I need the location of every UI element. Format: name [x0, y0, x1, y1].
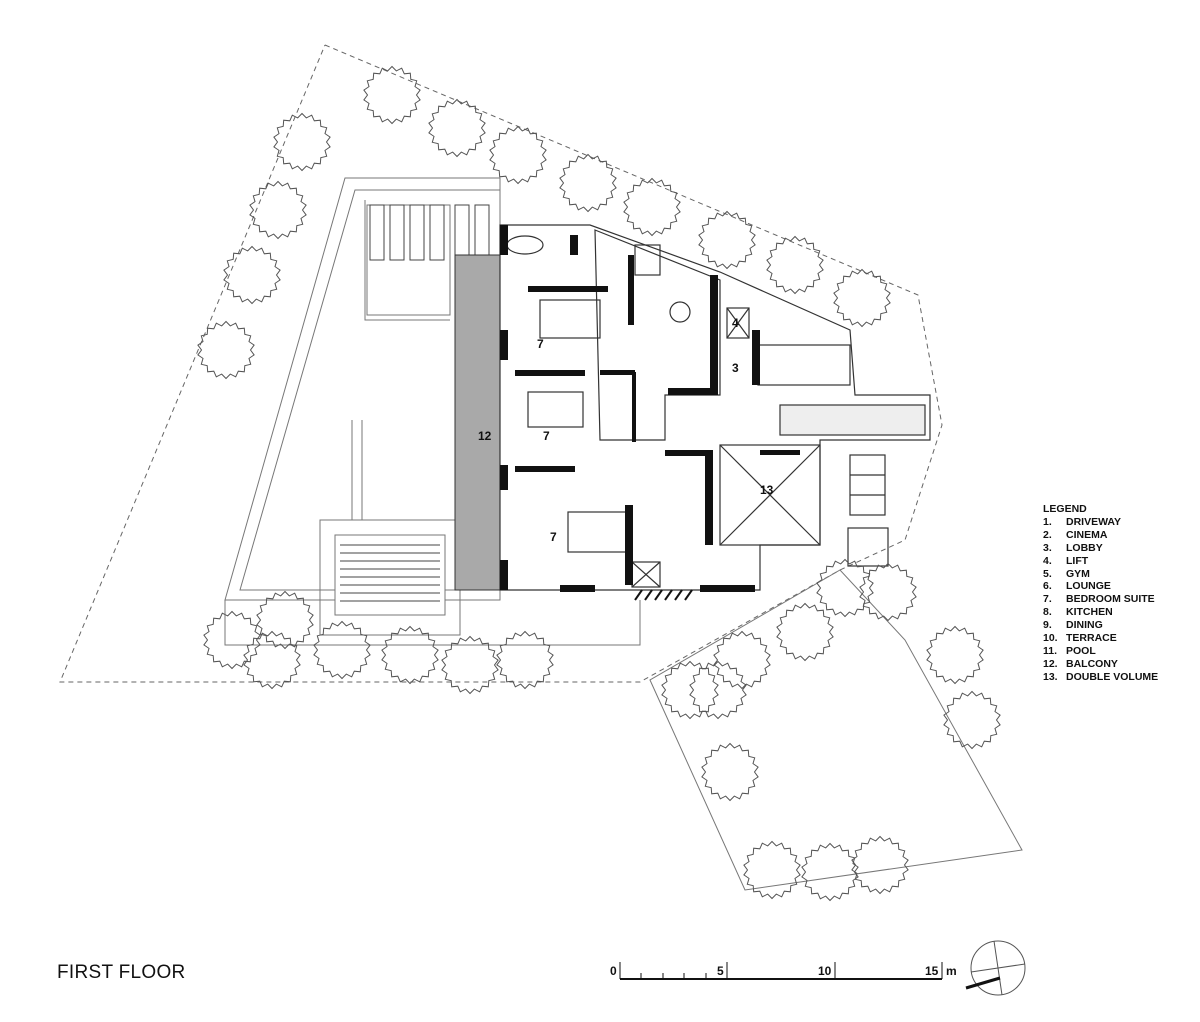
legend-item: 6. LOUNGE	[1043, 580, 1158, 593]
legend-item: 10. TERRACE	[1043, 632, 1158, 645]
legend-item-number: 10.	[1043, 632, 1058, 645]
legend-item-label: KITCHEN	[1066, 606, 1113, 619]
legend-item: 3. LOBBY	[1043, 542, 1158, 555]
trees	[197, 65, 1001, 902]
room-label-lift: 4	[732, 316, 739, 330]
balcony-area	[454, 254, 501, 591]
room-label-bedroom: 7	[543, 429, 550, 443]
legend-item-number: 12.	[1043, 657, 1058, 670]
tree-icon	[816, 558, 874, 618]
room-label-lobby: 3	[732, 361, 739, 375]
legend-item: 7. BEDROOM SUITE	[1043, 593, 1158, 606]
legend-item-label: DRIVEWAY	[1066, 515, 1122, 528]
garden-boundary	[649, 569, 1023, 891]
walls	[500, 225, 800, 592]
tree-icon	[363, 65, 421, 125]
room-label-bedroom: 7	[537, 337, 544, 351]
tree-icon	[428, 98, 486, 158]
legend-item-label: DOUBLE VOLUME	[1066, 670, 1159, 683]
legend-item-number: 1.	[1043, 515, 1052, 528]
tree-icon	[313, 620, 371, 680]
tree-icon	[743, 840, 801, 900]
legend-item: 2. CINEMA	[1043, 529, 1158, 542]
tree-icon	[623, 177, 681, 237]
room-label-balcony: 12	[478, 429, 492, 443]
tree-icon	[801, 842, 859, 902]
tree-icon	[203, 610, 261, 670]
legend-item: 13. DOUBLE VOLUME	[1043, 671, 1158, 684]
tree-icon	[833, 268, 891, 328]
legend-item-number: 7.	[1043, 593, 1052, 606]
tree-icon	[926, 625, 984, 685]
legend-heading: LEGEND	[1043, 503, 1087, 515]
legend-item-number: 8.	[1043, 606, 1052, 619]
stair-hatch	[340, 544, 440, 602]
legend-item-number: 3.	[1043, 541, 1052, 554]
tree-icon	[859, 562, 917, 622]
tree-icon	[943, 690, 1001, 750]
drawing-title: FIRST FLOOR	[57, 962, 186, 983]
tree-icon	[689, 660, 747, 720]
legend-item-label: LOBBY	[1066, 541, 1103, 554]
legend-item-label: POOL	[1066, 644, 1096, 657]
tree-icon	[197, 320, 255, 380]
terrace-lines	[224, 177, 641, 646]
tree-icon	[559, 153, 617, 213]
legend-item: 12. BALCONY	[1043, 658, 1158, 671]
scale-label-5: 5	[717, 964, 724, 978]
tree-icon	[661, 660, 719, 720]
legend-item-label: BALCONY	[1066, 657, 1118, 670]
tree-icon	[698, 210, 756, 270]
tree-icon	[713, 630, 771, 690]
scale-label-0: 0	[610, 964, 617, 978]
tree-icon	[496, 630, 554, 690]
legend-item-number: 11.	[1043, 644, 1058, 657]
legend-item-label: CINEMA	[1066, 528, 1108, 541]
scale-label-10: 10	[818, 964, 832, 978]
legend-item-number: 9.	[1043, 619, 1052, 632]
tree-icon	[766, 235, 824, 295]
scale-label-15: 15	[925, 964, 939, 978]
tree-icon	[256, 590, 314, 650]
tree-icon	[851, 835, 909, 895]
legend-item: 1. DRIVEWAY	[1043, 516, 1158, 529]
legend-item-label: DINING	[1066, 619, 1103, 632]
legend-item-label: TERRACE	[1066, 632, 1117, 645]
legend-item-number: 5.	[1043, 567, 1052, 580]
entrance-hatch	[634, 589, 693, 601]
legend-item: 11. POOL	[1043, 645, 1158, 658]
tree-icon	[489, 125, 547, 185]
legend-item-label: GYM	[1066, 567, 1090, 580]
tree-icon	[243, 630, 301, 690]
room-label-bedroom: 7	[550, 530, 557, 544]
north-arrow-icon	[965, 940, 1026, 996]
legend-item-number: 6.	[1043, 580, 1052, 593]
legend-item-label: LIFT	[1066, 554, 1089, 567]
legend-item: 8. KITCHEN	[1043, 606, 1158, 619]
tree-icon	[381, 625, 439, 685]
legend-item: 9. DINING	[1043, 619, 1158, 632]
room-label-double-volume: 13	[760, 483, 774, 497]
scale-bar	[619, 962, 943, 980]
legend-item: 5. GYM	[1043, 568, 1158, 581]
legend-item-label: LOUNGE	[1066, 580, 1111, 593]
legend-item-label: BEDROOM SUITE	[1066, 593, 1155, 606]
tree-icon	[273, 112, 331, 172]
legend-item-number: 2.	[1043, 528, 1052, 541]
sun-loungers	[369, 204, 490, 261]
legend-item: 4. LIFT	[1043, 555, 1158, 568]
legend-item-number: 13.	[1043, 670, 1058, 683]
scale-unit: m	[946, 964, 957, 978]
legend-item-number: 4.	[1043, 554, 1052, 567]
tree-icon	[441, 635, 499, 695]
tree-icon	[223, 245, 281, 305]
tree-icon	[249, 180, 307, 240]
building-outline	[499, 224, 931, 591]
tree-icon	[776, 602, 834, 662]
tree-icon	[701, 742, 759, 802]
